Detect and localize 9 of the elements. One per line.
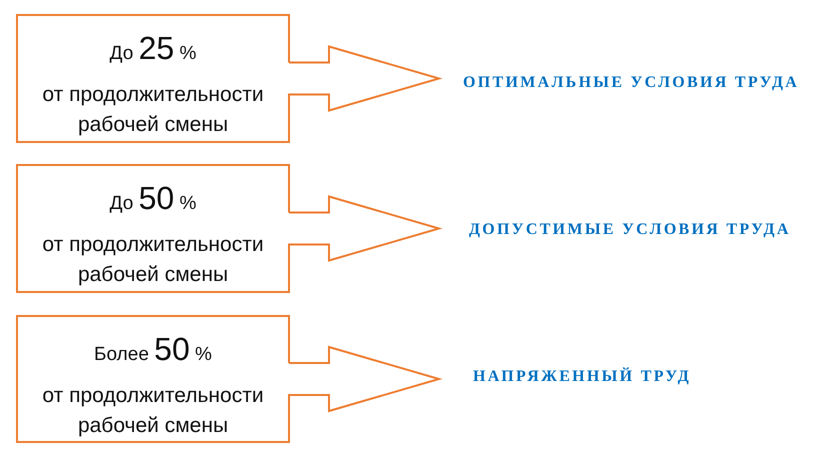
condition-label: ДОПУСТИМЫЕ УСЛОВИЯ ТРУДА <box>469 220 791 240</box>
duration-text: от продолжительности рабочей смены <box>41 232 265 288</box>
percentage-text: До 25 % <box>110 30 196 68</box>
duration-text: от продолжительности рабочей смены <box>41 383 265 439</box>
condition-label: НАПРЯЖЕННЫЙ ТРУД <box>473 367 692 387</box>
condition-label: ОПТИМАЛЬНЫЕ УСЛОВИЯ ТРУДА <box>463 73 800 93</box>
duration-text: от продолжительности рабочей смены <box>41 82 265 138</box>
percentage-text: Более 50 % <box>94 331 212 369</box>
percentage-text: До 50 % <box>110 180 196 218</box>
